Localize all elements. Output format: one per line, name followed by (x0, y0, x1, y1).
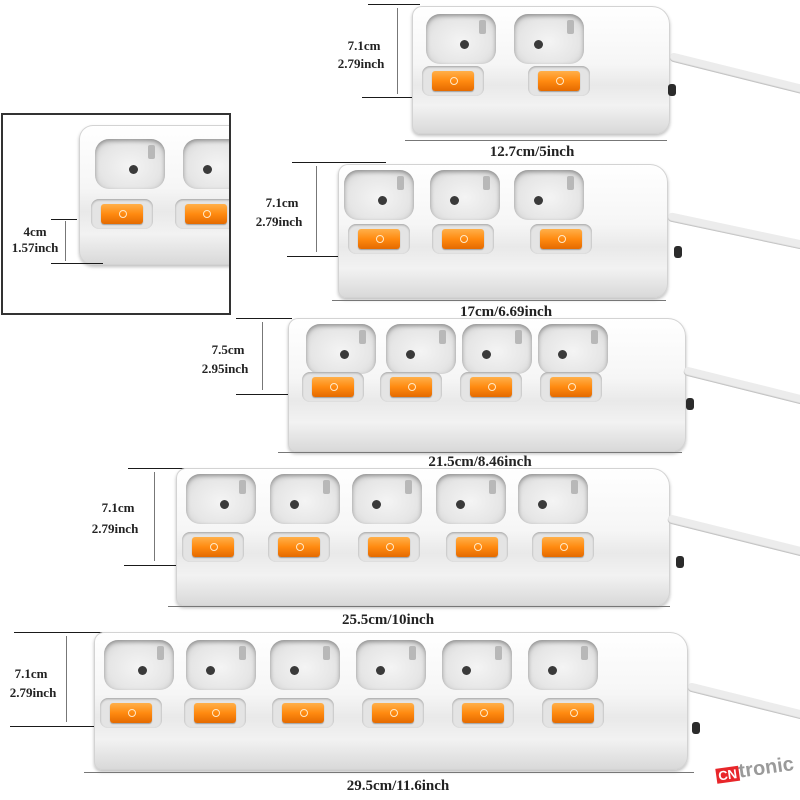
height-label-cm: 7.1cm (101, 500, 135, 515)
height-label-cm: 7.5cm (211, 342, 245, 357)
socket (514, 14, 584, 64)
rocker-switch (528, 66, 590, 96)
power-strip-detail (79, 125, 229, 265)
rocker-switch (432, 224, 494, 254)
rocker-switch (446, 532, 508, 562)
socket (104, 640, 174, 690)
socket (270, 640, 340, 690)
power-cord (666, 514, 800, 557)
power-strip-body (412, 6, 670, 134)
socket (430, 170, 500, 220)
rocker-switch (422, 66, 484, 96)
rocker-switch (452, 698, 514, 728)
height-label-inch: 2.95inch (201, 361, 249, 376)
length-label: 12.7cm/5inch (489, 144, 575, 160)
socket (436, 474, 506, 524)
socket (186, 640, 256, 690)
socket (442, 640, 512, 690)
rocker-switch (91, 199, 153, 229)
power-cord (686, 682, 800, 720)
socket (344, 170, 414, 220)
length-label: 21.5cm/8.46inch (428, 454, 532, 470)
height-label-cm: 4cm (23, 224, 47, 239)
rocker-switch (358, 532, 420, 562)
socket (183, 139, 229, 189)
socket (426, 14, 496, 64)
socket (95, 139, 165, 189)
power-cord (667, 212, 800, 251)
height-label-inch: 1.57inch (11, 240, 59, 255)
power-cord (668, 52, 800, 95)
height-label-inch: 2.79inch (91, 521, 139, 536)
rocker-switch (532, 532, 594, 562)
rocker-switch (460, 372, 522, 402)
cord-clip (668, 84, 676, 96)
rocker-switch (530, 224, 592, 254)
socket (514, 170, 584, 220)
rocker-switch (540, 372, 602, 402)
rocker-switch (302, 372, 364, 402)
length-label: 25.5cm/10inch (341, 612, 435, 628)
rocker-switch (184, 698, 246, 728)
socket (518, 474, 588, 524)
height-label-cm: 7.1cm (265, 195, 299, 210)
cord-clip (674, 246, 682, 258)
socket (356, 640, 426, 690)
rocker-switch (100, 698, 162, 728)
brand-prefix: CN (715, 765, 740, 784)
power-strip-body (288, 318, 686, 452)
rocker-switch (348, 224, 410, 254)
socket (186, 474, 256, 524)
height-label-inch: 2.79inch (337, 56, 385, 71)
power-strip-body (338, 164, 668, 298)
socket (386, 324, 456, 374)
socket (462, 324, 532, 374)
detail-inset: 4cm 1.57inch (1, 113, 231, 315)
socket (352, 474, 422, 524)
rocker-switch (362, 698, 424, 728)
height-label-cm: 7.1cm (347, 38, 381, 53)
socket (538, 324, 608, 374)
brand-watermark: CNtronic (715, 752, 800, 789)
rocker-switch (542, 698, 604, 728)
socket (270, 474, 340, 524)
cord-clip (686, 398, 694, 410)
rocker-switch (272, 698, 334, 728)
cord-clip (692, 722, 700, 734)
power-strip-body (176, 468, 670, 606)
height-label-inch: 2.79inch (255, 214, 303, 229)
length-label: 17cm/6.69inch (459, 304, 553, 320)
rocker-switch (268, 532, 330, 562)
height-label-cm: 7.1cm (14, 666, 48, 681)
rocker-switch (380, 372, 442, 402)
power-cord (682, 366, 800, 407)
height-label-inch: 2.79inch (9, 685, 57, 700)
power-strip-body (94, 632, 688, 770)
brand-suffix: tronic (737, 753, 796, 783)
rocker-switch (175, 199, 229, 229)
cord-clip (676, 556, 684, 568)
socket (528, 640, 598, 690)
rocker-switch (182, 532, 244, 562)
socket (306, 324, 376, 374)
length-label: 29.5cm/11.6inch (346, 778, 450, 794)
